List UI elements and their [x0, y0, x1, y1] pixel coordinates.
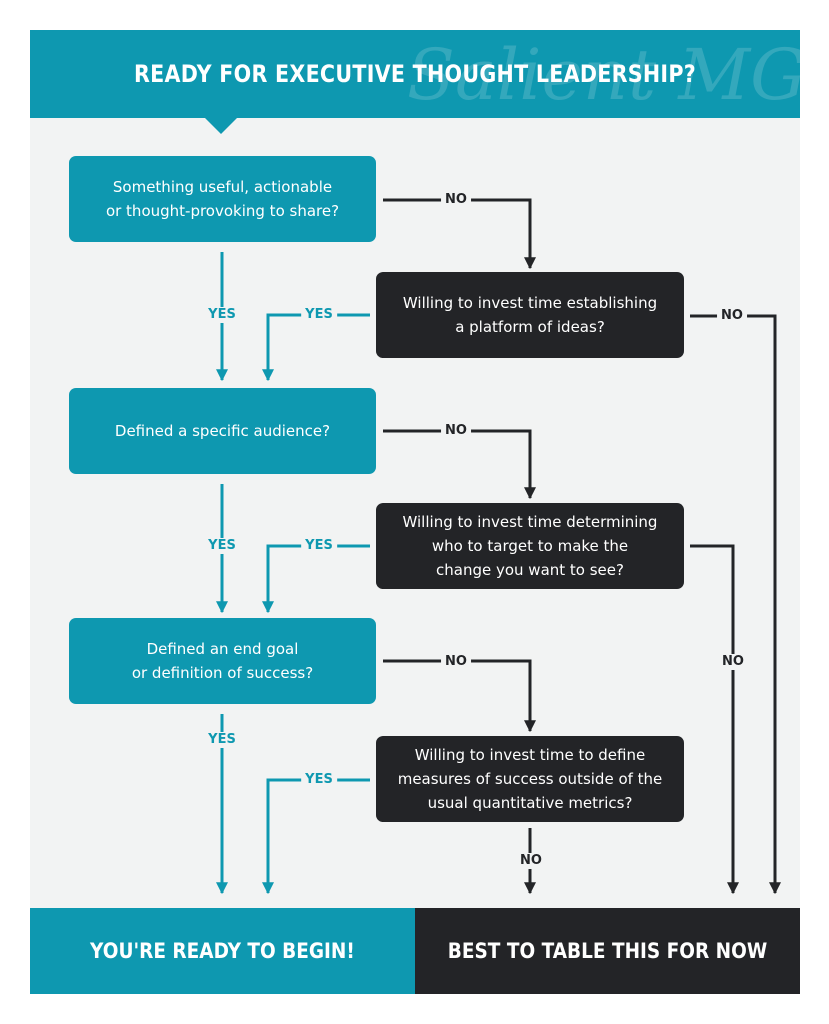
- header-banner: Salient MG READY FOR EXECUTIVE THOUGHT L…: [30, 30, 800, 118]
- question-text: Something useful, actionable or thought-…: [105, 178, 340, 220]
- f3-yes-arrow: [262, 778, 370, 895]
- no-label: NO: [516, 853, 546, 869]
- no-label: NO: [441, 192, 471, 208]
- followup-box-measures: Willing to invest time to define measure…: [376, 736, 684, 822]
- q2-no-arrow: [383, 429, 536, 500]
- question-box-specific-audience: Defined a specific audience?: [69, 388, 376, 474]
- header-pointer: [205, 118, 237, 134]
- outcome-ready: YOU'RE READY TO BEGIN!: [30, 908, 415, 994]
- outcome-table: BEST TO TABLE THIS FOR NOW: [415, 908, 800, 994]
- yes-label: YES: [301, 307, 337, 323]
- yes-label: YES: [204, 307, 240, 323]
- followup-text: Willing to invest time determining who t…: [402, 513, 658, 579]
- question-box-end-goal: Defined an end goal or definition of suc…: [69, 618, 376, 704]
- outcome-table-text: BEST TO TABLE THIS FOR NOW: [447, 939, 768, 963]
- f1-yes-arrow: [262, 313, 370, 382]
- followup-text: Willing to invest time establishing a pl…: [402, 294, 658, 336]
- f2-yes-arrow: [262, 544, 370, 614]
- followup-box-platform: Willing to invest time establishing a pl…: [376, 272, 684, 358]
- question-box-useful-content: Something useful, actionable or thought-…: [69, 156, 376, 242]
- yes-label: YES: [301, 538, 337, 554]
- outcome-ready-text: YOU'RE READY TO BEGIN!: [90, 939, 355, 963]
- followup-text: Willing to invest time to define measure…: [397, 746, 663, 812]
- no-label: NO: [441, 423, 471, 439]
- no-label: NO: [441, 654, 471, 670]
- brand-watermark: Salient MG: [407, 34, 800, 116]
- question-text: Defined a specific audience?: [114, 422, 331, 440]
- no-label: NO: [717, 308, 747, 324]
- yes-label: YES: [204, 538, 240, 554]
- q3-no-arrow: [383, 659, 536, 733]
- page-title: READY FOR EXECUTIVE THOUGHT LEADERSHIP?: [134, 60, 696, 88]
- q1-no-arrow: [383, 198, 536, 270]
- yes-label: YES: [204, 732, 240, 748]
- question-text: Defined an end goal or definition of suc…: [131, 640, 314, 682]
- no-label: NO: [718, 654, 748, 670]
- followup-box-target: Willing to invest time determining who t…: [376, 503, 684, 589]
- f2-no-arrow: [690, 544, 739, 895]
- yes-label: YES: [301, 772, 337, 788]
